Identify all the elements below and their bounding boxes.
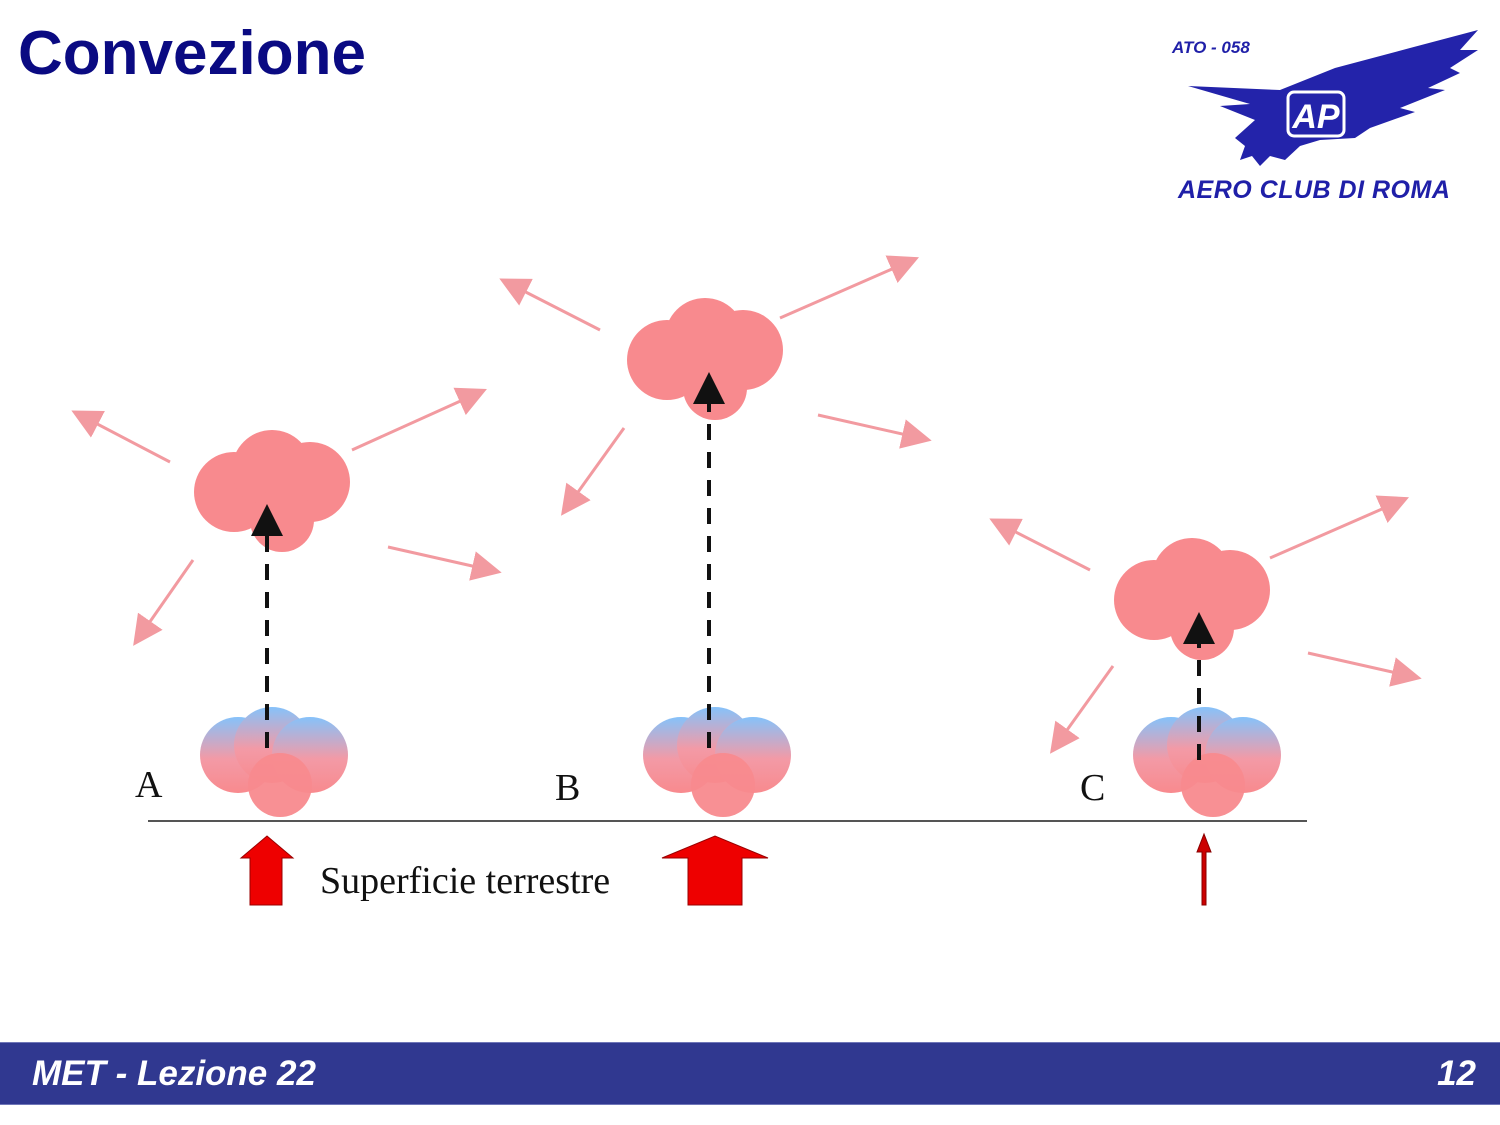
footer-course-title: MET - Lezione 22	[32, 1054, 316, 1093]
svg-text:AP: AP	[1291, 98, 1340, 136]
column-b: B	[499, 255, 932, 906]
warm-cloud-b	[627, 298, 783, 420]
rising-parcel-b	[643, 707, 791, 817]
outflow-arrow-icon	[351, 387, 487, 452]
column-c: C	[989, 495, 1422, 906]
logo-club-name: AERO CLUB DI ROMA	[1178, 176, 1451, 204]
surface-label: Superficie terrestre	[320, 860, 610, 902]
outflow-arrow-icon	[71, 410, 171, 464]
heat-arrow-weak-icon	[1196, 832, 1212, 906]
eagle-icon: AP	[1188, 30, 1478, 166]
outflow-arrow-icon	[817, 413, 932, 449]
outflow-arrow-icon	[387, 545, 502, 581]
slide-title: Convezione	[18, 19, 366, 88]
outflow-arrow-icon	[1050, 665, 1115, 754]
warm-cloud-c	[1114, 538, 1270, 660]
label-b: B	[555, 767, 580, 809]
outflow-arrow-icon	[779, 255, 919, 320]
outflow-arrow-icon	[1269, 495, 1409, 560]
outflow-arrow-icon	[561, 427, 626, 516]
outflow-arrow-icon	[989, 518, 1091, 572]
heat-arrow-strong-icon	[661, 835, 769, 906]
aero-club-logo: AP ATO - 058 AERO CLUB DI ROMA	[1160, 28, 1490, 218]
outflow-arrow-icon	[1307, 651, 1422, 687]
slide-footer: MET - Lezione 22 12	[0, 1042, 1500, 1105]
footer-page-number: 12	[1437, 1054, 1476, 1093]
warm-cloud-a	[194, 430, 350, 552]
label-a: A	[135, 764, 163, 806]
outflow-arrow-icon	[133, 559, 195, 646]
label-c: C	[1080, 767, 1105, 809]
logo-ato-code: ATO - 058	[1172, 38, 1250, 57]
rising-parcel-c	[1133, 707, 1281, 817]
outflow-arrow-icon	[499, 278, 601, 332]
convection-diagram: A B C Superficie terrestre	[71, 255, 1422, 906]
rising-parcel-a	[200, 707, 348, 817]
heat-arrow-medium-icon	[239, 835, 295, 906]
column-a: A	[71, 387, 502, 906]
